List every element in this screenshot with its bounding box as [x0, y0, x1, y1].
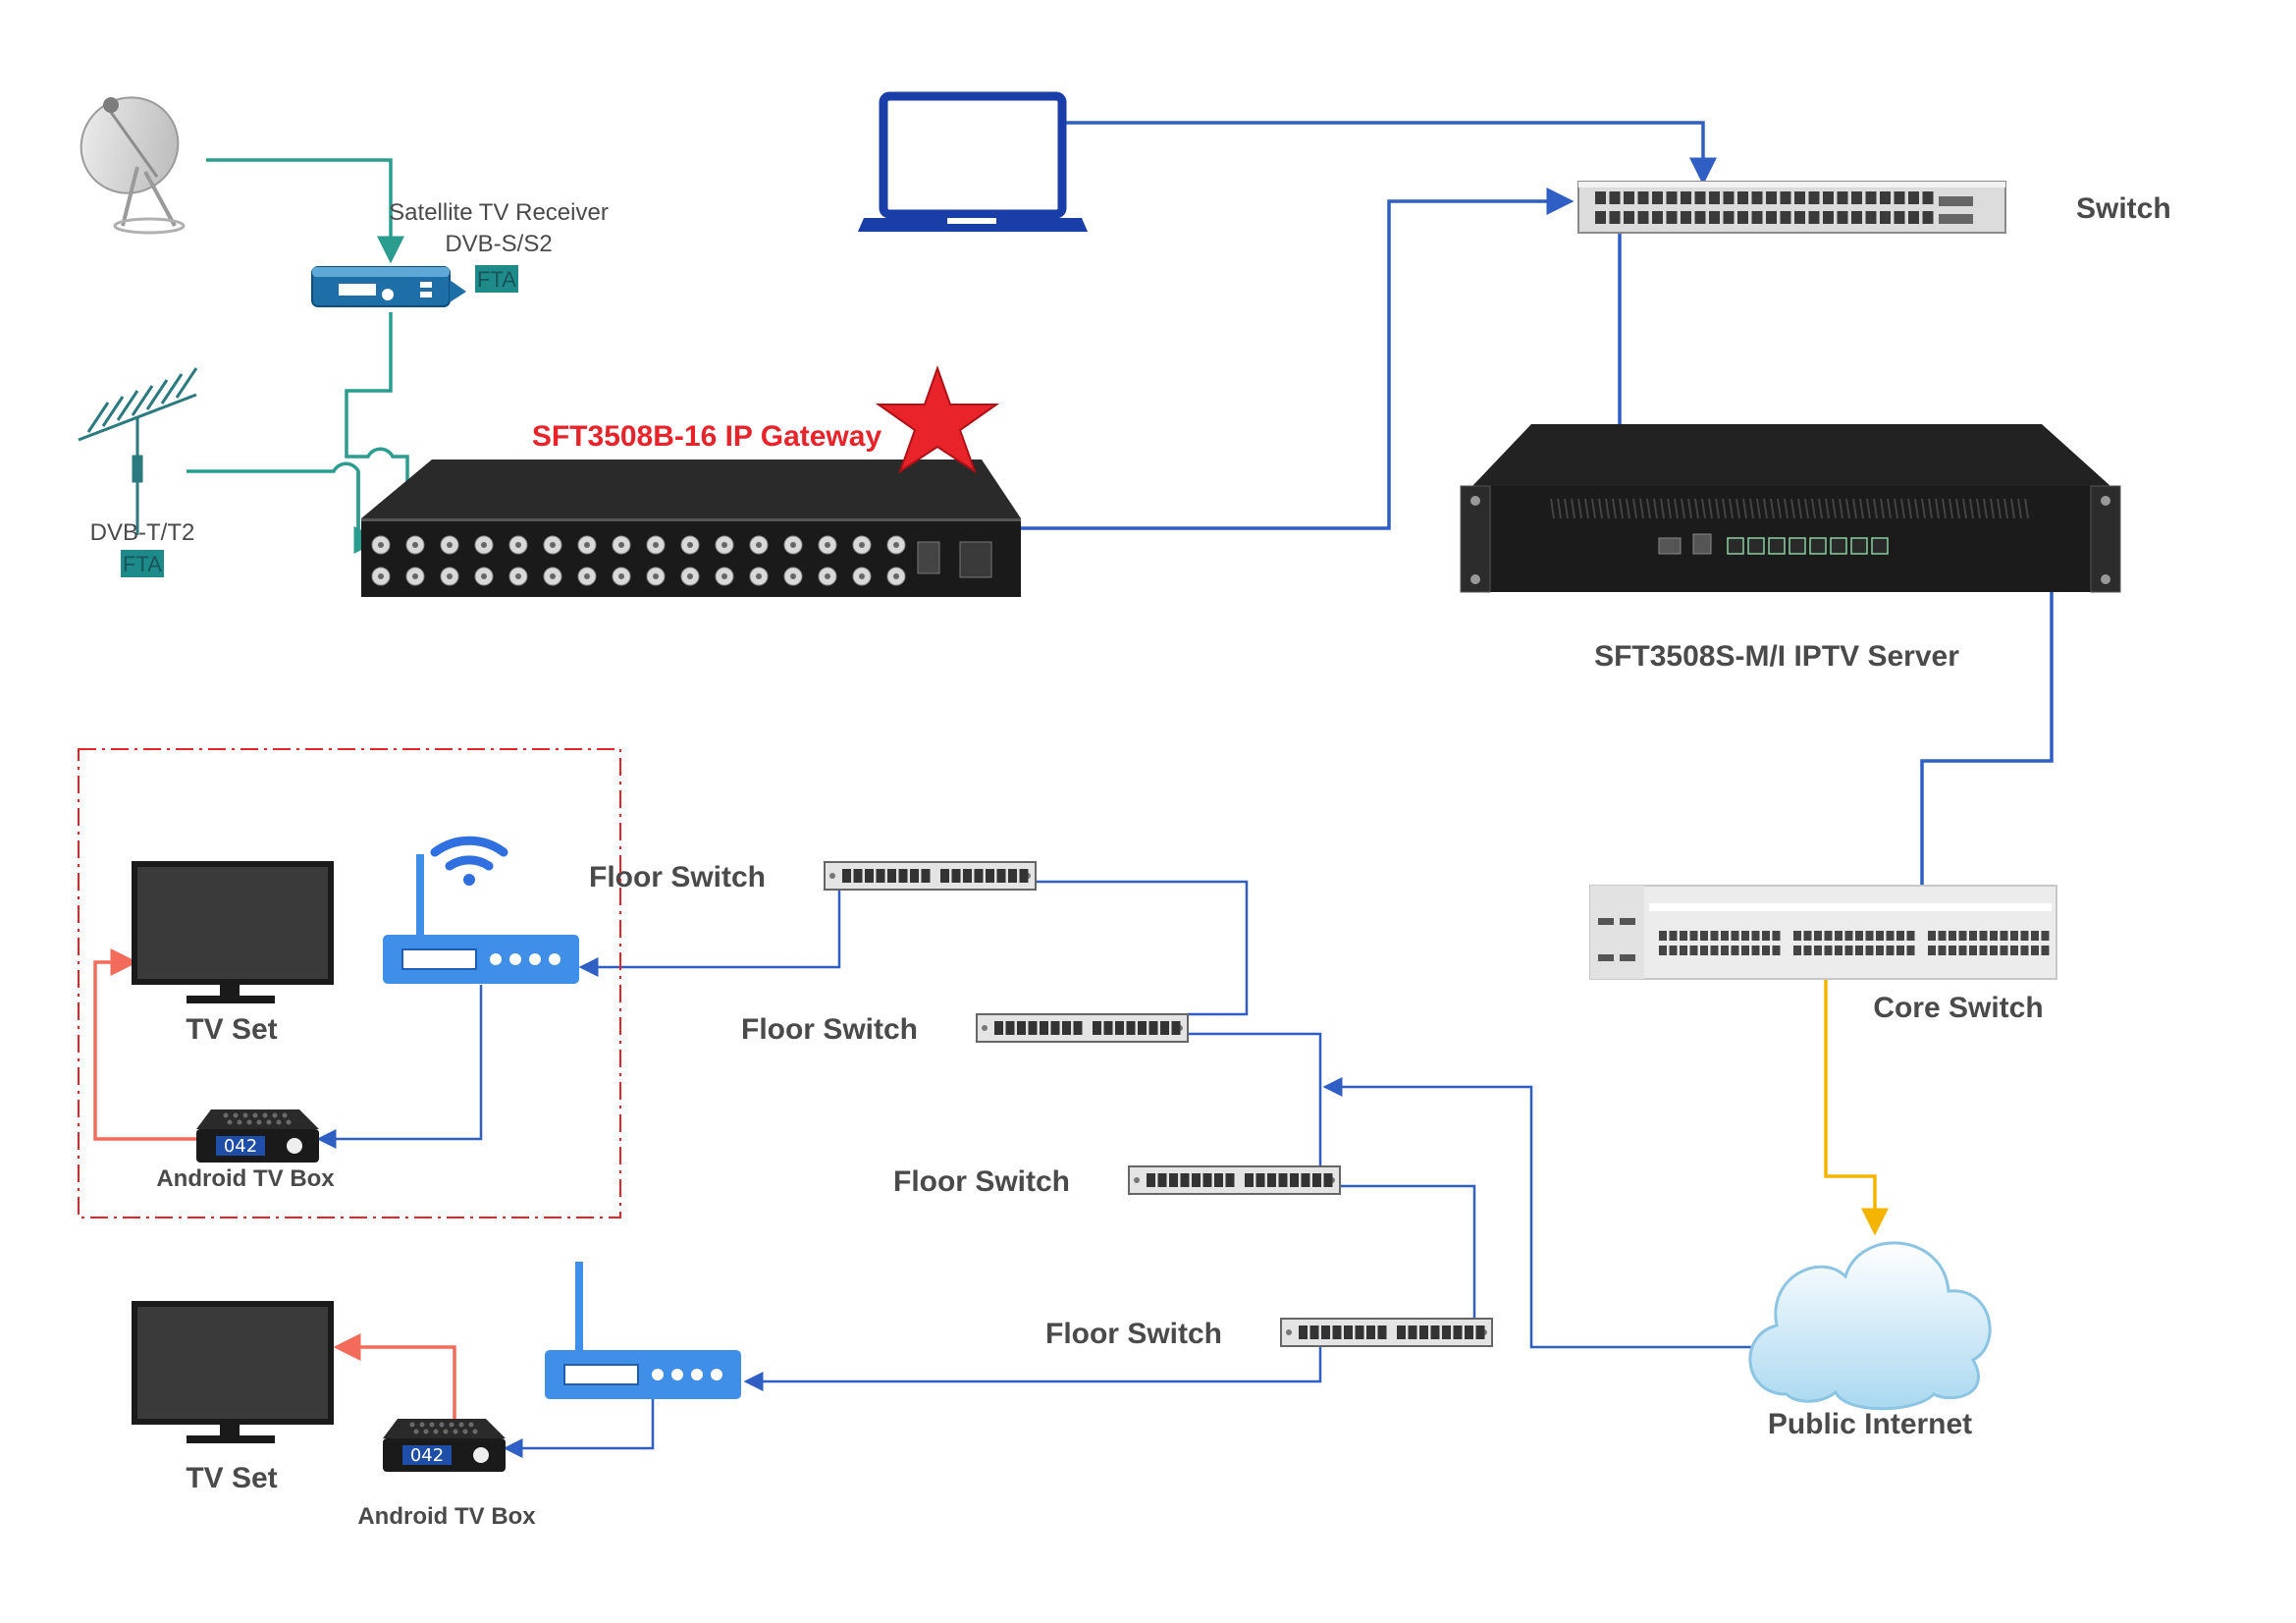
- line-floor2-to-floor3: [1188, 1032, 1322, 1168]
- floor-switch-4-label: Floor Switch: [1045, 1318, 1222, 1350]
- floor-switch-1-icon: [824, 861, 1037, 891]
- wifi-router-1-icon: [383, 854, 579, 984]
- floor-switch-1-label: Floor Switch: [589, 861, 766, 893]
- fta-badge-1: [475, 265, 518, 293]
- tv-set-2-icon: [132, 1301, 334, 1443]
- tv-set-2-label: TV Set: [186, 1462, 277, 1494]
- wifi-router-2-icon: [545, 1262, 741, 1399]
- cloud-icon: [1748, 1241, 1992, 1411]
- floor-switch-2-icon: [976, 1013, 1189, 1043]
- tv-set-1-label: TV Set: [186, 1013, 277, 1046]
- floor-switch-2-label: Floor Switch: [741, 1013, 918, 1046]
- wifi-signal-icon: [430, 836, 508, 886]
- line-router2-to-box2: [503, 1399, 655, 1458]
- satellite-standard-label: DVB-S/S2: [445, 231, 552, 257]
- connections: [93, 121, 2054, 1458]
- line-floor3-to-floor4: [1340, 1184, 1476, 1325]
- android-tv-box-1-icon: 042: [196, 1109, 319, 1163]
- core-switch-label: Core Switch: [1873, 992, 2043, 1024]
- satellite-receiver-icon: [311, 266, 466, 307]
- floor-switch-3-label: Floor Switch: [893, 1165, 1070, 1198]
- switch-label: Switch: [2076, 192, 2171, 225]
- line-internet-to-floors: [1322, 1077, 1762, 1349]
- line-router1-to-box1: [316, 985, 483, 1149]
- gateway-label: SFT3508B-16 IP Gateway: [532, 420, 882, 453]
- android-tv-box-2-label: Android TV Box: [357, 1503, 536, 1530]
- iptv-server-device-icon: [1460, 424, 2121, 593]
- star-icon: [875, 364, 1000, 474]
- ip-gateway-device-icon: [361, 460, 1021, 597]
- fta-badge-1-text: FTA: [477, 267, 516, 292]
- line-floor1-to-router1: [578, 889, 841, 977]
- home-network-boundary: [78, 748, 621, 1218]
- terrestrial-antenna-icon: [78, 367, 198, 535]
- line-box1-to-tv1: [93, 948, 201, 1141]
- public-internet-label: Public Internet: [1768, 1408, 1972, 1440]
- floor-switch-4-icon: [1280, 1318, 1493, 1347]
- gateway-rf-ports: [371, 535, 906, 586]
- satellite-dish-icon: [80, 96, 186, 235]
- line-server-to-core: [1908, 543, 2054, 947]
- line-laptop-to-switch: [1065, 121, 1717, 186]
- line-box2-to-tv2: [333, 1333, 456, 1419]
- line-dish-to-receiver: [206, 158, 404, 264]
- android-tv-box-1-label: Android TV Box: [156, 1165, 335, 1192]
- line-antenna-to-gateway: [187, 461, 382, 554]
- terrestrial-standard-label: DVB-T/T2: [90, 519, 195, 546]
- core-switch-device-icon: [1589, 885, 2057, 980]
- fta-badge-2-text: FTA: [123, 552, 162, 576]
- tv-set-1-icon: [132, 861, 334, 1003]
- fta-badge-2: [121, 550, 164, 577]
- floor-switch-3-icon: [1128, 1165, 1341, 1195]
- android-box-2-display: 042: [410, 1445, 444, 1466]
- iptv-server-label: SFT3508S-M/I IPTV Server: [1594, 640, 1959, 673]
- android-box-1-display: 042: [224, 1136, 257, 1157]
- line-receiver-to-gateway: [345, 312, 421, 544]
- satellite-receiver-label: Satellite TV Receiver: [389, 199, 609, 226]
- line-floor1-to-floor2: [1036, 880, 1249, 1016]
- line-floor4-to-router2: [743, 1345, 1322, 1391]
- laptop-icon: [858, 91, 1088, 232]
- line-core-to-internet: [1824, 967, 1889, 1236]
- android-tv-box-2-icon: 042: [383, 1419, 506, 1472]
- line-gateway-to-switch: [1021, 188, 1575, 530]
- switch-device-icon: [1577, 181, 2006, 234]
